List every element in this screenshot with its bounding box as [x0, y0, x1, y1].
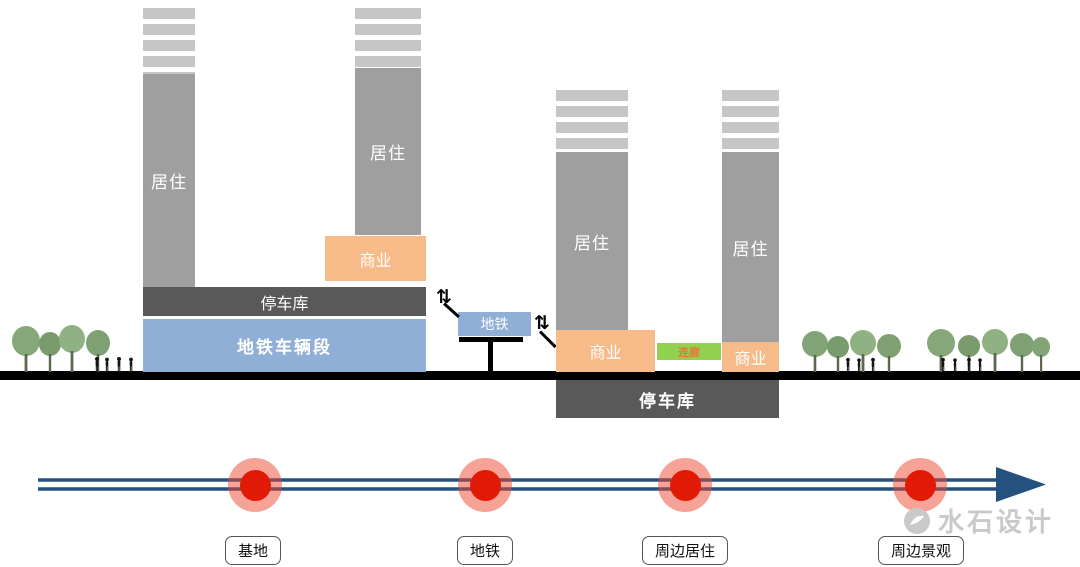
timeline-node-base — [228, 458, 282, 512]
timeline-arrow — [38, 467, 1046, 502]
commercial-block-right-2: 商业 — [722, 342, 779, 372]
timeline-node-core — [239, 469, 271, 501]
tower-roof-stripes — [722, 90, 779, 152]
residential-tower-left-1: 居住 — [143, 8, 195, 287]
block-label: 商业 — [734, 351, 767, 368]
commercial-block-left: 商业 — [325, 236, 426, 281]
block-label: 商业 — [359, 252, 392, 270]
trees-icon — [802, 330, 901, 372]
tower-roof-stripes — [143, 8, 195, 74]
people-icon — [941, 357, 982, 372]
timeline-node-core — [469, 469, 501, 501]
residential-tower-right-2: 居住 — [722, 90, 779, 342]
timeline-node-core — [904, 469, 936, 501]
metro-station-block: 地铁 — [458, 312, 531, 336]
timeline-label-landscape: 周边景观 — [877, 536, 965, 565]
logo-text: 水石设计 — [937, 507, 1054, 537]
people-icon — [846, 357, 875, 372]
tower-roof-stripes — [556, 90, 628, 152]
timeline-label-base: 基地 — [224, 536, 282, 565]
tower-label: 居住 — [732, 239, 769, 259]
block-label: 商业 — [589, 345, 622, 362]
escalator-arrows-icon: ⇅ — [534, 313, 550, 334]
timeline-node-residence — [658, 458, 712, 512]
tower-label: 居住 — [574, 233, 610, 253]
tower-roof-stripes — [355, 8, 421, 68]
ground-line — [0, 371, 1080, 380]
escalator-arrows-icon: ⇅ — [436, 287, 452, 308]
block-label: 地铁 — [480, 316, 509, 332]
company-logo: 水石设计 — [903, 502, 1054, 539]
timeline-node-metro — [458, 458, 512, 512]
block-label: 连廊 — [678, 346, 700, 359]
corridor-block: 连廊 — [657, 343, 721, 360]
commercial-block-right-1: 商业 — [556, 330, 655, 372]
block-label: 地铁车辆段 — [237, 338, 332, 357]
residential-tower-left-2: 居住 — [355, 8, 421, 235]
timeline-label-residence: 周边居住 — [641, 536, 729, 565]
tower-label: 居住 — [151, 173, 187, 192]
metro-platform-bar — [459, 337, 523, 342]
metro-depot-block: 地铁车辆段 — [143, 319, 426, 372]
timeline-label-metro: 地铁 — [456, 536, 514, 565]
trees-icon — [12, 325, 110, 372]
parking-garage-left: 停车库 — [143, 287, 426, 316]
timeline-node-core — [669, 469, 701, 501]
block-label: 停车库 — [260, 295, 309, 313]
metro-platform-post — [488, 340, 493, 372]
timeline-node-landscape — [893, 458, 947, 512]
logo-icon — [903, 507, 930, 534]
parking-garage-right: 停车库 — [556, 380, 779, 418]
people-icon — [95, 357, 133, 372]
tower-label: 居住 — [370, 144, 406, 163]
residential-tower-right-1: 居住 — [556, 90, 628, 330]
block-label: 停车库 — [639, 391, 696, 411]
